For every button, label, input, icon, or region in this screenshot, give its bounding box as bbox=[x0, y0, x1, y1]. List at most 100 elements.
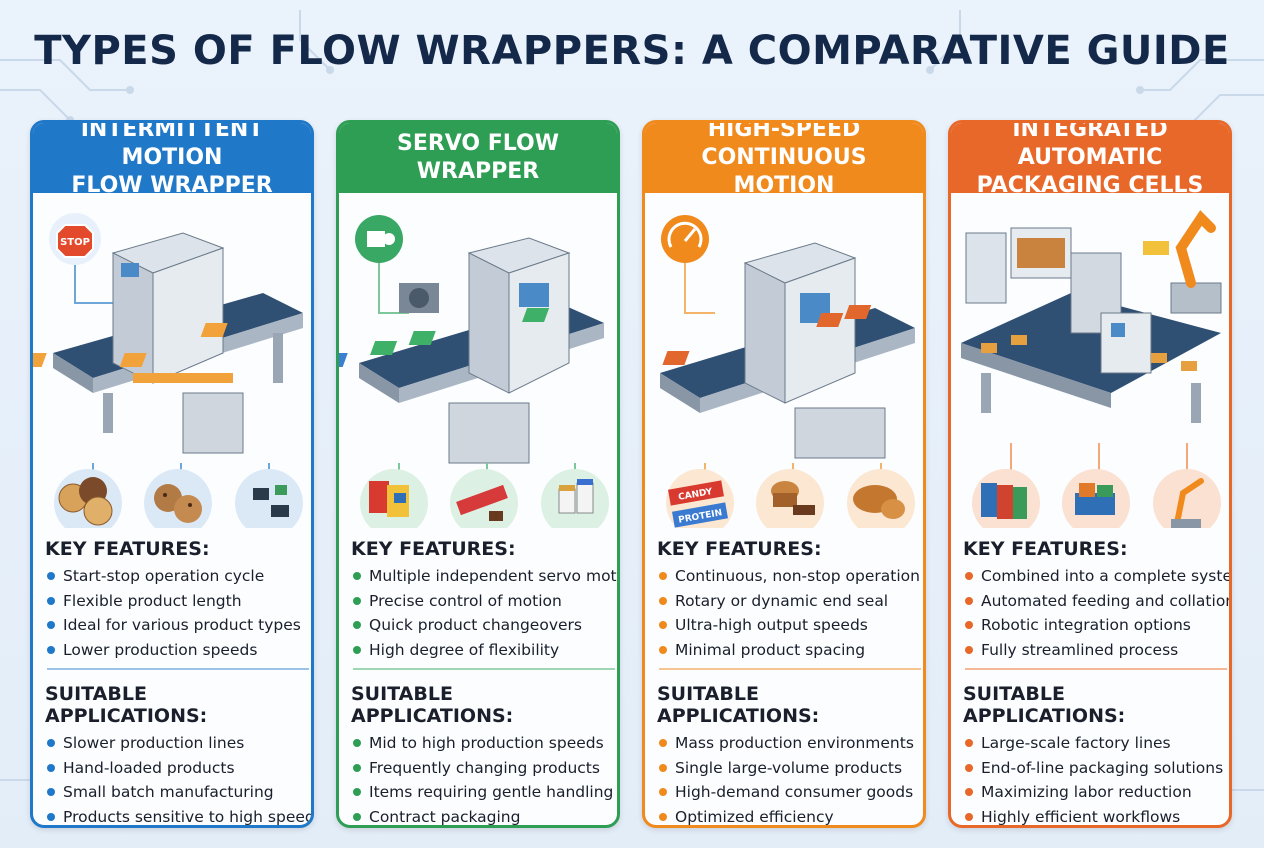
feature-item: Ideal for various product types bbox=[43, 613, 311, 638]
card-header: INTEGRATED AUTOMATIC PACKAGING CELLS bbox=[951, 123, 1229, 198]
features-title: KEY FEATURES: bbox=[963, 538, 1128, 560]
machine-illustration: STOP bbox=[33, 213, 303, 528]
page-title: TYPES OF FLOW WRAPPERS: A COMPARATIVE GU… bbox=[34, 28, 1230, 74]
card-header: SERVO FLOW WRAPPER bbox=[339, 123, 617, 193]
bullet-icon bbox=[47, 812, 55, 821]
feature-item: Lower production speeds bbox=[43, 638, 311, 663]
apps-title: SUITABLE APPLICATIONS: bbox=[351, 683, 514, 727]
packaged-snacks-icon bbox=[1062, 469, 1130, 528]
apps-title: SUITABLE APPLICATIONS: bbox=[657, 683, 820, 727]
card-integrated-packaging-cells: INTEGRATED AUTOMATIC PACKAGING CELLS bbox=[948, 120, 1232, 828]
card-title: HIGH-SPEED CONTINUOUS MOTION bbox=[701, 120, 867, 198]
stop-sign-icon: STOP bbox=[49, 213, 101, 265]
feature-item: Combined into a complete system bbox=[961, 564, 1229, 589]
application-item: Contract packaging bbox=[349, 805, 617, 825]
bullet-icon bbox=[659, 812, 667, 821]
key-features: KEY FEATURES: Multiple independent servo… bbox=[349, 538, 617, 678]
bullet-icon bbox=[965, 763, 973, 772]
cookies-icon bbox=[54, 469, 122, 528]
bullet-icon bbox=[659, 621, 667, 630]
candy-bar-icon bbox=[450, 469, 518, 528]
application-item: Single large-volume products bbox=[655, 756, 923, 781]
bullet-icon bbox=[353, 763, 361, 772]
application-item: Small batch manufacturing bbox=[43, 780, 311, 805]
divider bbox=[353, 668, 615, 670]
card-header: HIGH-SPEED CONTINUOUS MOTION bbox=[645, 123, 923, 198]
snack-bags-icon bbox=[360, 469, 428, 528]
application-item: Products sensitive to high speeds bbox=[43, 805, 311, 825]
robotic-arm-icon bbox=[1143, 210, 1222, 314]
card-intermittent-motion: INTERMITTENT MOTION FLOW WRAPPER STOP bbox=[30, 120, 314, 828]
key-features: KEY FEATURES: Combined into a complete s… bbox=[961, 538, 1229, 678]
candy-protein-bars-icon: CANDY PROTEIN bbox=[666, 469, 734, 528]
bullet-icon bbox=[659, 788, 667, 797]
features-title: KEY FEATURES: bbox=[657, 538, 822, 560]
card-header: INTERMITTENT MOTION FLOW WRAPPER bbox=[33, 123, 311, 198]
apps-title: SUITABLE APPLICATIONS: bbox=[45, 683, 208, 727]
application-item: Mid to high production speeds bbox=[349, 731, 617, 756]
svg-text:STOP: STOP bbox=[60, 237, 90, 248]
key-features: KEY FEATURES: Start-stop operation cycle… bbox=[43, 538, 311, 678]
application-item: High-demand consumer goods bbox=[655, 780, 923, 805]
card-title: INTERMITTENT MOTION FLOW WRAPPER bbox=[71, 120, 273, 198]
features-title: KEY FEATURES: bbox=[351, 538, 516, 560]
feature-item: Automated feeding and collation bbox=[961, 589, 1229, 614]
feature-item: Robotic integration options bbox=[961, 613, 1229, 638]
application-item: Hand-loaded products bbox=[43, 756, 311, 781]
bullet-icon bbox=[659, 645, 667, 654]
feature-item: Ultra-high output speeds bbox=[655, 613, 923, 638]
machine-illustration bbox=[961, 210, 1222, 528]
bullet-icon bbox=[47, 596, 55, 605]
electronic-components-icon bbox=[235, 469, 303, 528]
bullet-icon bbox=[659, 763, 667, 772]
feature-item: Flexible product length bbox=[43, 589, 311, 614]
suitable-applications: SUITABLE APPLICATIONS: Slower production… bbox=[43, 683, 311, 825]
bullet-icon bbox=[353, 812, 361, 821]
bullet-icon bbox=[47, 788, 55, 797]
bullet-icon bbox=[965, 621, 973, 630]
suitable-applications: SUITABLE APPLICATIONS: Mass production e… bbox=[655, 683, 923, 825]
feature-item: Fully streamlined process bbox=[961, 638, 1229, 663]
muffins-icon bbox=[756, 469, 824, 528]
card-servo-flow: SERVO FLOW WRAPPER bbox=[336, 120, 620, 828]
bullet-icon bbox=[353, 572, 361, 581]
feature-item: Precise control of motion bbox=[349, 589, 617, 614]
machine-illustration: CANDY PROTEIN bbox=[645, 215, 915, 528]
feature-item: High degree of flexibility bbox=[349, 638, 617, 663]
feature-item: Quick product changeovers bbox=[349, 613, 617, 638]
medicine-bottles-icon bbox=[541, 469, 609, 528]
cookies-icon bbox=[144, 469, 212, 528]
application-item: Frequently changing products bbox=[349, 756, 617, 781]
application-item: Maximizing labor reduction bbox=[961, 780, 1229, 805]
bullet-icon bbox=[353, 739, 361, 748]
application-item: Large-scale factory lines bbox=[961, 731, 1229, 756]
speedometer-icon bbox=[661, 215, 709, 263]
bullet-icon bbox=[965, 788, 973, 797]
card-high-speed-continuous: HIGH-SPEED CONTINUOUS MOTION CANDY PROTE… bbox=[642, 120, 926, 828]
bullet-icon bbox=[659, 596, 667, 605]
bullet-icon bbox=[47, 572, 55, 581]
bullet-icon bbox=[47, 739, 55, 748]
features-title: KEY FEATURES: bbox=[45, 538, 210, 560]
bullet-icon bbox=[353, 621, 361, 630]
bullet-icon bbox=[47, 645, 55, 654]
application-item: Optimized efficiency bbox=[655, 805, 923, 825]
bullet-icon bbox=[659, 739, 667, 748]
card-title: INTEGRATED AUTOMATIC PACKAGING CELLS bbox=[976, 120, 1204, 198]
suitable-applications: SUITABLE APPLICATIONS: Mid to high produ… bbox=[349, 683, 617, 825]
feature-item: Multiple independent servo motors bbox=[349, 564, 617, 589]
bullet-icon bbox=[47, 763, 55, 772]
bullet-icon bbox=[965, 739, 973, 748]
servo-motor-icon bbox=[355, 215, 403, 263]
bullet-icon bbox=[965, 645, 973, 654]
key-features: KEY FEATURES: Continuous, non-stop opera… bbox=[655, 538, 923, 678]
bullet-icon bbox=[353, 645, 361, 654]
application-item: Slower production lines bbox=[43, 731, 311, 756]
feature-item: Rotary or dynamic end seal bbox=[655, 589, 923, 614]
application-item: Mass production environments bbox=[655, 731, 923, 756]
bullet-icon bbox=[965, 596, 973, 605]
apps-title: SUITABLE APPLICATIONS: bbox=[963, 683, 1126, 727]
divider bbox=[659, 668, 921, 670]
divider bbox=[47, 668, 309, 670]
cartons-icon bbox=[972, 469, 1040, 528]
